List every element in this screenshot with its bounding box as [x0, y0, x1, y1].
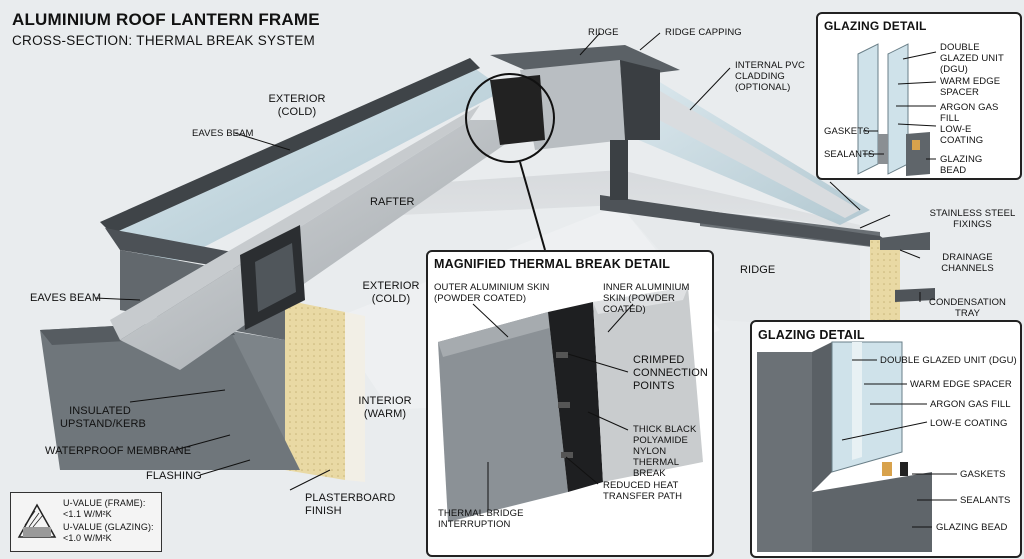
- ridge-post: [610, 140, 628, 200]
- thermal-break-title: MAGNIFIED THERMAL BREAK DETAIL: [434, 257, 671, 271]
- flashing: [40, 320, 300, 470]
- tb-interruption: THERMAL BRIDGE INTERRUPTION: [438, 508, 524, 530]
- tb-outer: OUTER ALUMINIUM SKIN (POWDER COATED): [434, 282, 550, 304]
- ridge-thermal-break: [490, 75, 545, 145]
- gb-spacer: WARM EDGE SPACER: [910, 379, 1012, 390]
- u-frame-value: <1.1 W/m²K: [63, 509, 112, 519]
- right-internal-cladding: [640, 85, 860, 218]
- gt-sealants: SEALANTS: [824, 149, 875, 160]
- label-condensation: CONDENSATION TRAY: [928, 297, 1007, 319]
- ridge-right-block: [620, 60, 660, 140]
- label-rafter: RAFTER: [370, 196, 415, 208]
- left-rafter: [120, 120, 540, 370]
- label-flashing: FLASHING: [146, 470, 202, 482]
- right-cill: [600, 195, 900, 250]
- u-value-icon: [17, 503, 57, 538]
- page-subtitle: CROSS-SECTION: THERMAL BREAK SYSTEM: [12, 33, 316, 48]
- gt-lowe: LOW-E COATING: [940, 124, 984, 146]
- main-leaders: [94, 32, 921, 491]
- right-tray: [895, 288, 935, 302]
- label-ridge-capping: RIDGE CAPPING: [665, 27, 742, 38]
- gt-argon: ARGON GAS FILL: [940, 102, 999, 124]
- upstand-kerb: [285, 300, 345, 480]
- gt-spacer: WARM EDGE SPACER: [940, 76, 1001, 98]
- magnifier-circle: [465, 73, 555, 163]
- label-plasterboard: PLASTERBOARD FINISH: [305, 492, 396, 517]
- tb-reduced: REDUCED HEAT TRANSFER PATH: [603, 480, 683, 502]
- glazing-detail-bottom-panel: GLAZING DETAIL DOUBLE GLAZED UNIT (DGU) …: [750, 320, 1022, 558]
- label-insulated: INSULATED UPSTAND/KERB: [60, 405, 146, 430]
- label-membrane: WATERPROOF MEMBRANE: [45, 445, 192, 457]
- u-frame-label: U-VALUE (FRAME):: [63, 498, 146, 508]
- ridge-beam: [520, 60, 625, 150]
- gb-argon: ARGON GAS FILL: [930, 399, 1011, 410]
- glazing-bottom-drawing: [757, 341, 957, 552]
- gt-gaskets: GASKETS: [824, 126, 870, 137]
- gb-lowe: LOW-E COATING: [930, 418, 1008, 429]
- glazing-detail-top-title: GLAZING DETAIL: [824, 19, 927, 33]
- label-eaves-beam-top: EAVES BEAM: [192, 128, 254, 139]
- thermal-break-panel: MAGNIFIED THERMAL BREAK DETAIL OUTER ALU…: [426, 250, 714, 557]
- tb-inner: INNER ALUMINIUM SKIN (POWDER COATED): [603, 282, 690, 315]
- gt-dgu: DOUBLE GLAZED UNIT (DGU): [940, 42, 1004, 75]
- label-exterior-mid: EXTERIOR (COLD): [362, 280, 420, 305]
- label-stainless: STAINLESS STEEL FIXINGS: [929, 208, 1016, 230]
- u-glazing-value: <1.0 W/m²K: [63, 533, 112, 543]
- u-value-legend: U-VALUE (FRAME): <1.1 W/m²K U-VALUE (GLA…: [10, 492, 162, 552]
- label-interior: INTERIOR (WARM): [358, 395, 412, 420]
- left-roof-glass: [110, 65, 505, 270]
- right-drainage: [880, 232, 930, 250]
- gb-sealants: SEALANTS: [960, 495, 1011, 506]
- thermal-break-drawing: [438, 287, 703, 522]
- right-kerb: [870, 240, 900, 320]
- rafter-clamp-inner: [255, 243, 296, 312]
- gt-bead: GLAZING BEAD: [940, 154, 983, 176]
- tb-crimped: CRIMPED CONNECTION POINTS: [633, 354, 708, 392]
- page-title: ALUMINIUM ROOF LANTERN FRAME: [12, 10, 320, 29]
- glazing-detail-bottom-title: GLAZING DETAIL: [758, 328, 865, 342]
- left-rafter-top: [110, 105, 480, 340]
- label-internal-pvc: INTERNAL PVC CLADDING (OPTIONAL): [735, 60, 806, 93]
- label-exterior-top: EXTERIOR (COLD): [268, 93, 326, 118]
- magnifier-line: [519, 161, 546, 251]
- left-roof-glass-edge: [100, 58, 480, 234]
- tb-thick: THICK BLACK POLYAMIDE NYLON THERMAL BREA…: [633, 424, 697, 479]
- gb-bead: GLAZING BEAD: [936, 522, 1008, 533]
- glazing-top-drawing: [857, 43, 937, 176]
- gb-gaskets: GASKETS: [960, 469, 1006, 480]
- label-ridge-right: RIDGE: [740, 264, 776, 276]
- label-drainage: DRAINAGE CHANNELS: [941, 252, 994, 274]
- glazing-detail-top-panel: GLAZING DETAIL DOUBLE GLAZED UNIT (DGU) …: [816, 12, 1022, 180]
- label-eaves-beam-left: EAVES BEAM: [30, 292, 102, 304]
- plasterboard: [345, 312, 365, 482]
- gb-dgu: DOUBLE GLAZED UNIT (DGU): [880, 355, 1017, 366]
- label-ridge: RIDGE: [588, 27, 619, 38]
- u-glazing-label: U-VALUE (GLAZING):: [63, 522, 154, 532]
